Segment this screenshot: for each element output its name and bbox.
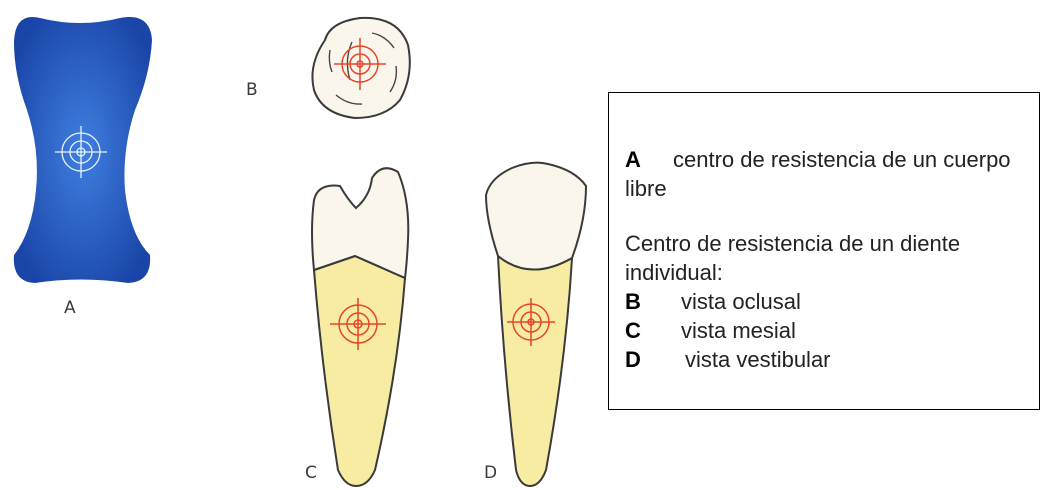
- mesial-view-root: [314, 256, 405, 486]
- legend-key-b: B: [625, 287, 681, 316]
- legend-key-d: D: [625, 345, 685, 374]
- dental-figure: [0, 0, 600, 490]
- legend-text-b: vista oclusal: [681, 289, 801, 314]
- occlusal-view-outline: [312, 18, 409, 118]
- figure-label-d: D: [484, 463, 497, 483]
- figure-label-b: B: [246, 80, 258, 100]
- legend-text-c: vista mesial: [681, 318, 796, 343]
- legend-text-d: vista vestibular: [685, 347, 831, 372]
- legend-spacer: [625, 203, 1029, 229]
- figure-label-c: C: [305, 463, 317, 483]
- legend-heading: Centro de resistencia de un diente indiv…: [625, 229, 1029, 287]
- free-body-shape: [14, 17, 152, 283]
- legend-key-a: A: [625, 145, 673, 174]
- legend-text-a: centro de resistencia de un cuerpo libre: [625, 147, 1011, 201]
- legend-key-c: C: [625, 316, 681, 345]
- vestibular-view-root: [498, 256, 572, 486]
- figure-label-a: A: [64, 298, 76, 318]
- vestibular-view-crown: [486, 163, 586, 270]
